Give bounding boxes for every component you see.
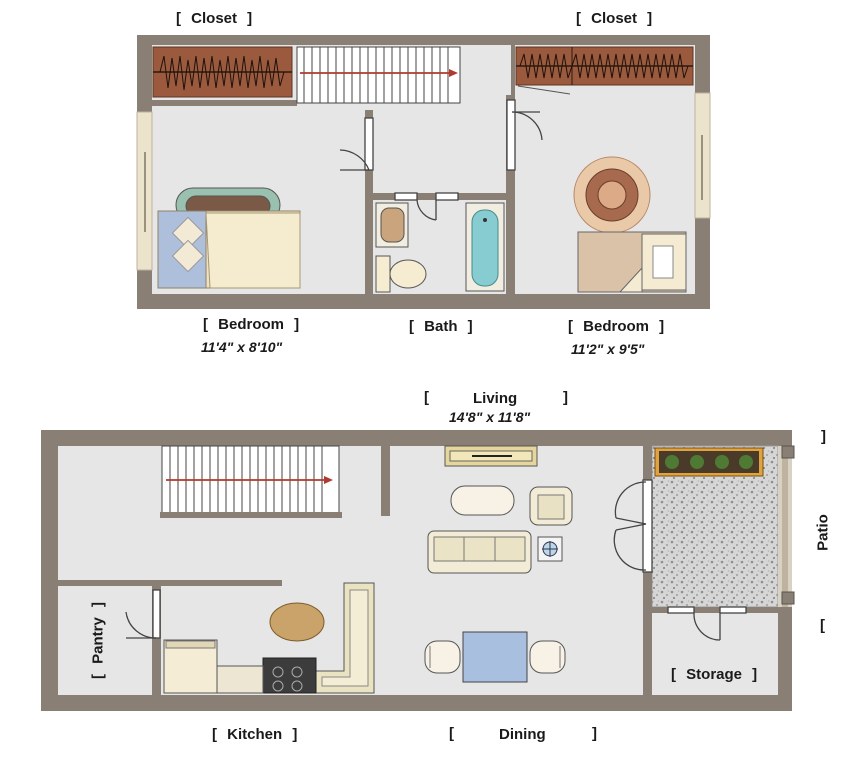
- dim-bedroom-right: 11'2" x 9'5": [571, 341, 645, 357]
- door-patio: [613, 479, 653, 573]
- toilet: [375, 255, 427, 293]
- tv-console: [444, 445, 538, 467]
- dining-table: [462, 631, 528, 683]
- label-dining: Dining: [499, 726, 546, 743]
- door-hall-right: [506, 99, 543, 171]
- door-pantry: [125, 589, 161, 639]
- bathtub: [465, 202, 505, 292]
- dining-chair-left: [424, 640, 461, 674]
- armchair: [529, 486, 573, 526]
- bracket-patio-open: [: [820, 617, 825, 634]
- bracket-dining-open: [: [449, 725, 454, 742]
- wall-hall-left: [365, 110, 373, 294]
- dishwasher: [216, 665, 264, 694]
- door-bath: [394, 192, 459, 221]
- bath-sink: [375, 202, 409, 248]
- wall-closet-left: [152, 100, 297, 106]
- label-closet-left: [ Closet ]: [176, 10, 253, 27]
- closet-left: [152, 46, 293, 98]
- label-closet-right: [ Closet ]: [576, 10, 653, 27]
- stairs-main: [160, 445, 342, 518]
- wall-living-left: [381, 446, 390, 516]
- fridge: [163, 639, 218, 694]
- dim-bedroom-left: 11'4" x 8'10": [201, 339, 283, 355]
- kitchen-island-rug: [269, 602, 325, 642]
- storage-floor: [652, 613, 778, 695]
- label-bedroom-left: [ Bedroom ]: [203, 316, 300, 333]
- bed-left: [157, 187, 301, 289]
- wall-pantry-side: [152, 586, 161, 695]
- label-living: Living: [473, 390, 518, 407]
- label-storage: [ Storage ]: [671, 666, 758, 683]
- sofa: [427, 530, 532, 574]
- label-bedroom-right: [ Bedroom ]: [568, 318, 665, 335]
- wall-storage-top: [646, 607, 778, 613]
- stairs-upper: [296, 46, 461, 104]
- ottoman: [450, 485, 515, 516]
- rug-right: [573, 156, 651, 234]
- main-floor: [41, 430, 795, 711]
- wall-pantry-top: [58, 580, 282, 586]
- label-patio: Patio: [814, 514, 832, 551]
- side-table: [537, 536, 563, 562]
- bed-right: [577, 231, 687, 293]
- bracket-patio-close: ]: [821, 428, 826, 445]
- label-pantry: [ Pantry ]: [89, 602, 107, 680]
- dining-chair-right: [529, 640, 566, 674]
- bracket-dining-close: ]: [592, 725, 597, 742]
- label-kitchen: [ Kitchen ]: [212, 726, 298, 743]
- closet-right: [515, 46, 694, 95]
- stove: [262, 657, 317, 694]
- bracket-living-open: [: [424, 389, 429, 406]
- dim-living: 14'8" x 11'8": [449, 409, 531, 425]
- door-hall-left: [339, 117, 374, 171]
- bracket-living-close: ]: [563, 389, 568, 406]
- label-bath: [ Bath ]: [409, 318, 473, 335]
- upper-floor: [136, 35, 711, 309]
- planter: [654, 447, 764, 477]
- door-storage: [667, 606, 747, 641]
